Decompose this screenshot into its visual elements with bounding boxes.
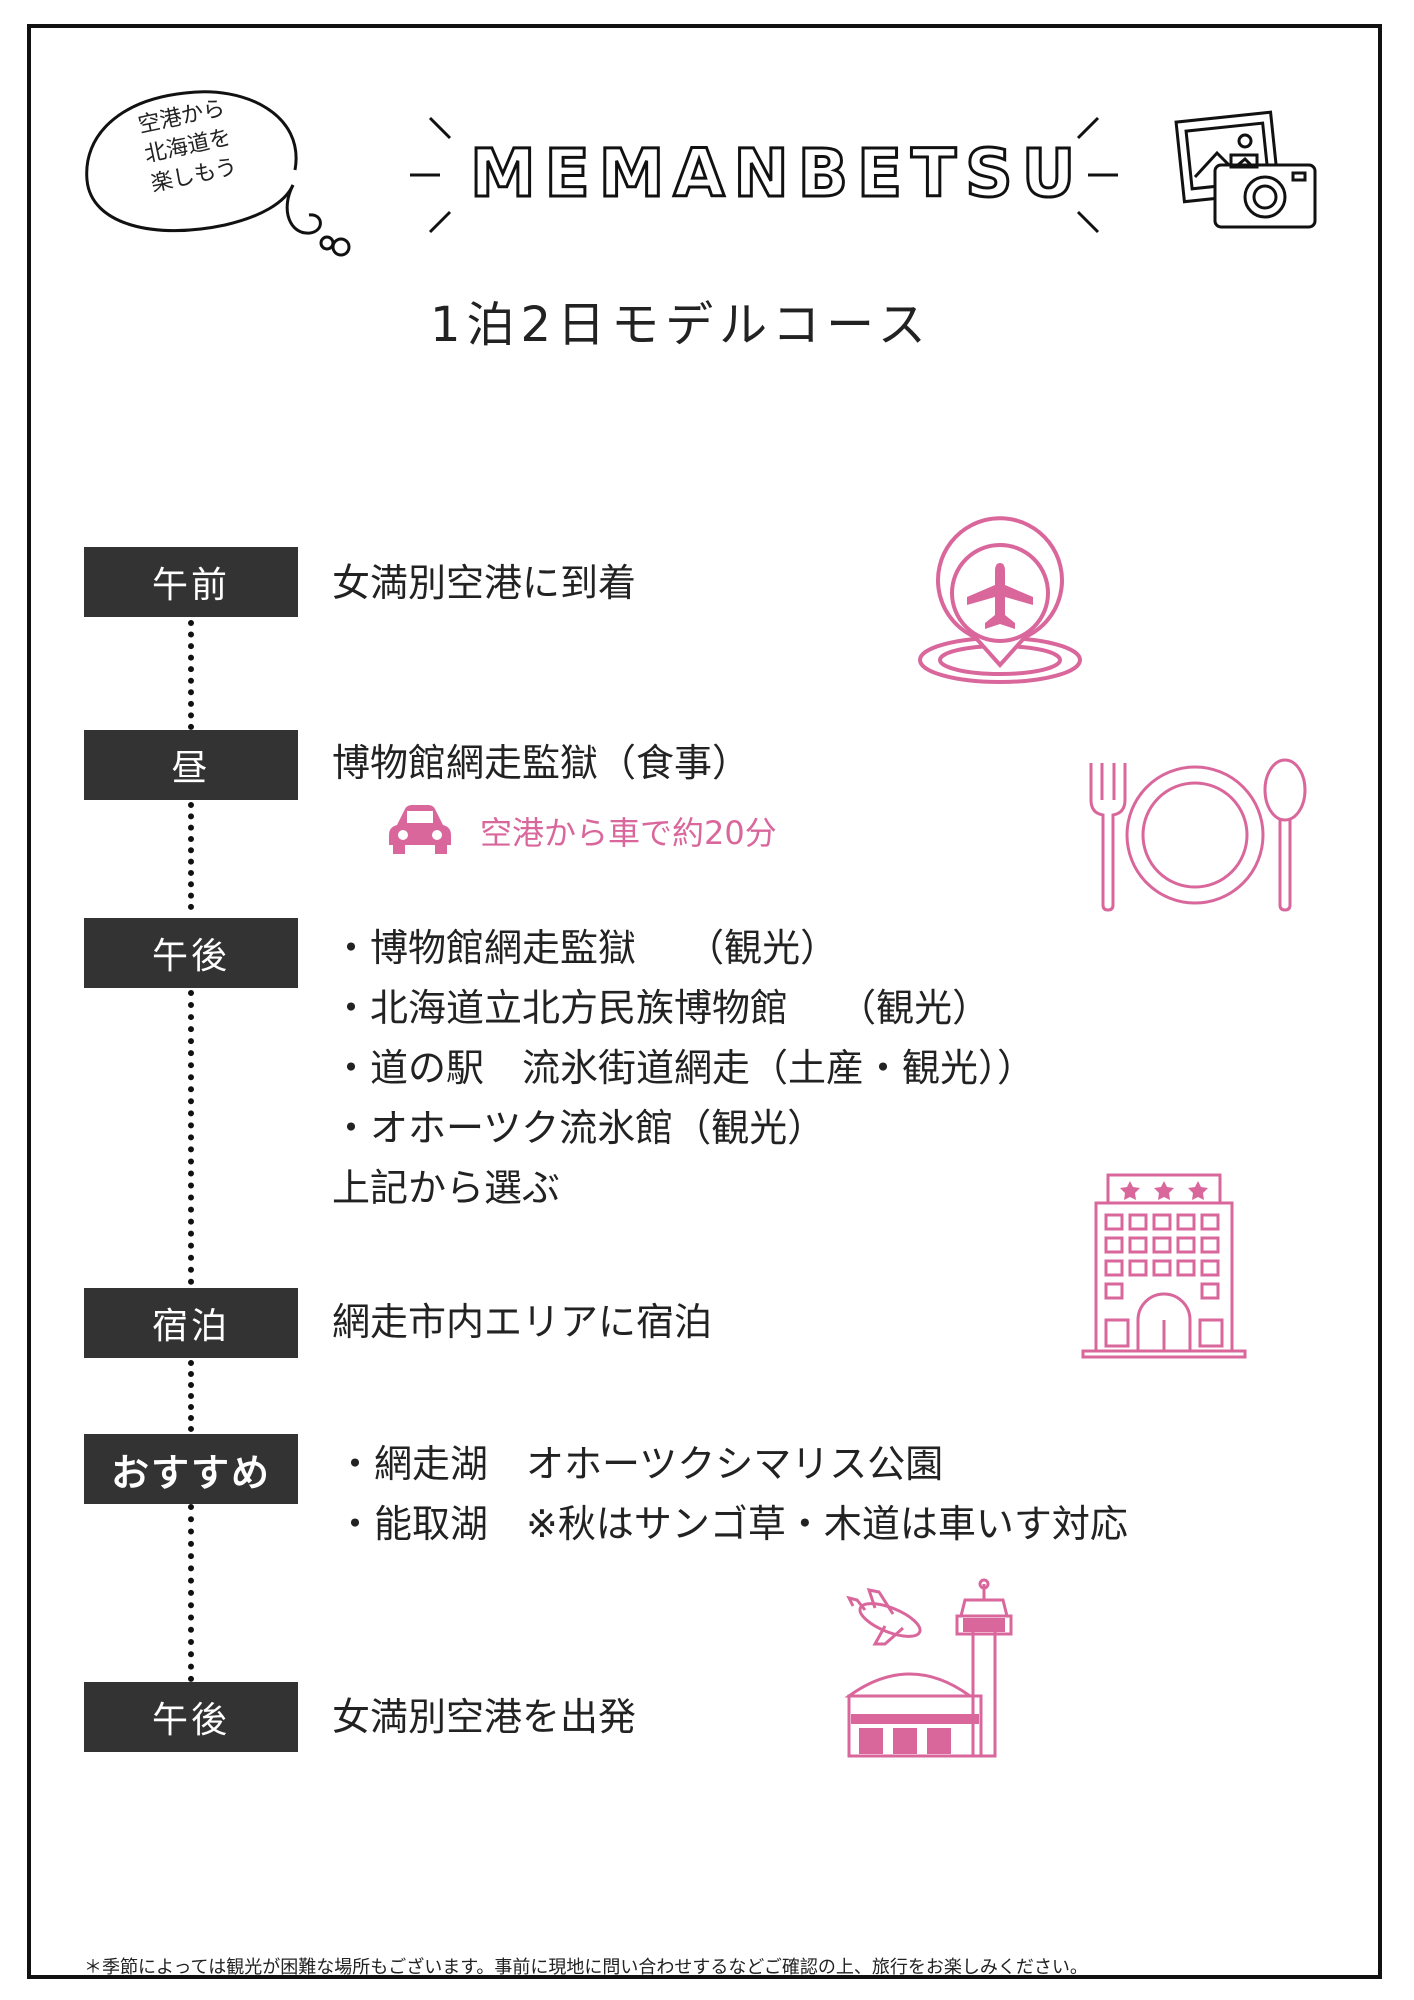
airport-terminal-icon <box>844 1578 1013 1758</box>
schedule-text: ・能取湖 ※秋はサンゴ草・木道は車いす対応 <box>336 1502 1128 1546</box>
car-icon <box>389 805 451 854</box>
time-label-stay: 宿泊 <box>84 1288 298 1358</box>
timeline-connector <box>188 802 194 910</box>
time-label-departure: 午後 <box>84 1682 298 1752</box>
sparkle-right-icon <box>1076 116 1118 234</box>
schedule-text: ・道の駅 流氷街道網走（土産・観光）） <box>332 1046 1036 1090</box>
schedule-text: ・網走湖 オホーツクシマリス公園 <box>336 1442 944 1486</box>
footer-note: ＊季節によっては観光が困難な場所もございます。事前に現地に問い合わせするなどご確… <box>84 1957 1088 1978</box>
hotel-icon <box>1081 1173 1247 1359</box>
time-label-afternoon: 午後 <box>84 918 298 988</box>
time-label-recommend: おすすめ <box>84 1434 298 1504</box>
sparkle-left-icon <box>410 116 452 234</box>
timeline-connector <box>188 1504 194 1682</box>
speech-bubble-icon <box>85 90 351 257</box>
schedule-text: ・オホーツク流氷館（観光） <box>332 1106 826 1150</box>
timeline-connector <box>188 620 194 730</box>
plate-cutlery-icon <box>1089 758 1307 912</box>
airport-location-icon <box>918 516 1082 684</box>
time-label-noon: 昼 <box>84 730 298 800</box>
timeline-connector <box>188 1360 194 1432</box>
schedule-text: 上記から選ぶ <box>332 1166 561 1210</box>
camera-photo-icon <box>1174 110 1317 229</box>
schedule-text: 女満別空港に到着 <box>332 561 637 605</box>
schedule-text: ・博物館網走監獄 （観光） <box>332 926 839 970</box>
page-subtitle: 1泊2日モデルコース <box>430 297 932 353</box>
schedule-text: 博物館網走監獄（食事） <box>332 741 751 785</box>
schedule-text: ・北海道立北方民族博物館 （観光） <box>332 986 991 1030</box>
page-title: MEMANBETSU <box>469 134 1085 214</box>
schedule-text: 網走市内エリアに宿泊 <box>332 1300 713 1344</box>
transport-note: 空港から車で約20分 <box>480 814 777 852</box>
timeline-connector <box>188 990 194 1285</box>
time-label-morning: 午前 <box>84 547 298 617</box>
page-frame <box>27 24 1382 1979</box>
schedule-text: 女満別空港を出発 <box>332 1695 637 1739</box>
